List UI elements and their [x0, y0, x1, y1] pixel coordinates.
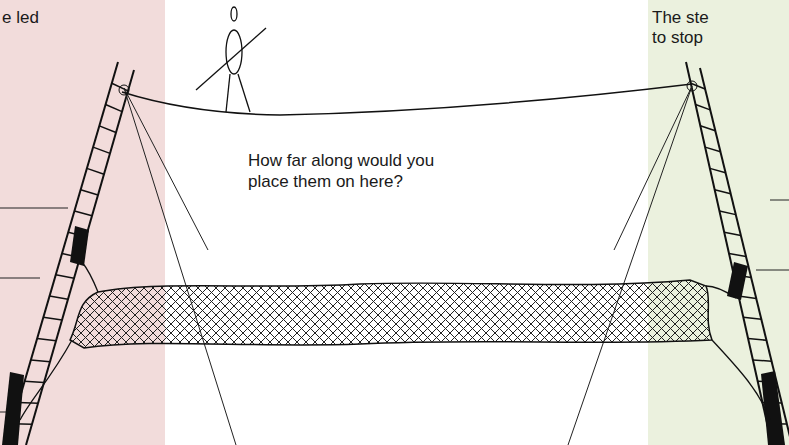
band-text: The ste to stop [652, 8, 714, 48]
stick-figure [196, 7, 266, 112]
net-ties [20, 262, 770, 420]
ladder-blocks [2, 226, 785, 445]
pulley [119, 85, 129, 95]
edge-lines [0, 200, 789, 412]
question-text: How far along would you place them on he… [248, 150, 444, 192]
pulley [687, 81, 697, 91]
ladder [6, 62, 789, 445]
guy-lines [124, 86, 692, 445]
safety-net [70, 280, 712, 348]
band-text: e led [2, 8, 152, 28]
tightrope [122, 84, 692, 115]
